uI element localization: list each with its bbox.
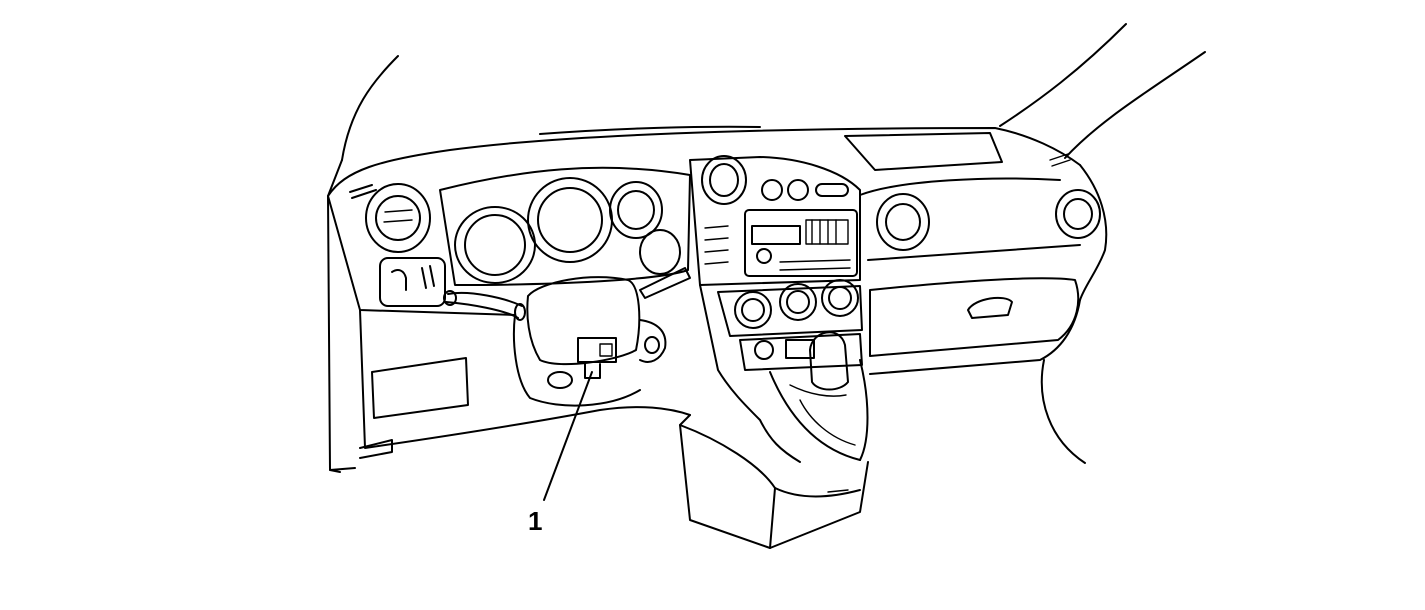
left-side-vent <box>349 183 431 253</box>
center-stack <box>689 155 861 286</box>
lower-left-panel <box>359 357 469 459</box>
a-pillar-right <box>999 23 1206 159</box>
defroster-panel <box>844 132 1003 171</box>
gear-shifter <box>769 331 869 461</box>
a-pillar-left <box>341 55 399 161</box>
callout-label-1: 1 <box>528 506 543 536</box>
glove-box <box>859 177 1081 357</box>
steering-column <box>512 276 667 407</box>
instrument-cluster <box>439 166 691 286</box>
radio-unit <box>744 209 858 277</box>
kick-panel-left <box>329 469 341 473</box>
ignition-connector <box>547 337 617 389</box>
right-center-vent <box>876 193 930 251</box>
callout-leader-line <box>543 371 593 501</box>
hvac-controls <box>717 279 863 337</box>
door-edge-right <box>1040 359 1086 464</box>
dashboard-shell <box>327 125 1108 471</box>
right-side-vent <box>1049 153 1101 239</box>
turn-signal-stalk <box>443 290 526 321</box>
wiper-stalk <box>639 267 691 299</box>
center-console <box>679 284 869 549</box>
headlamp-switch-panel <box>379 257 446 307</box>
